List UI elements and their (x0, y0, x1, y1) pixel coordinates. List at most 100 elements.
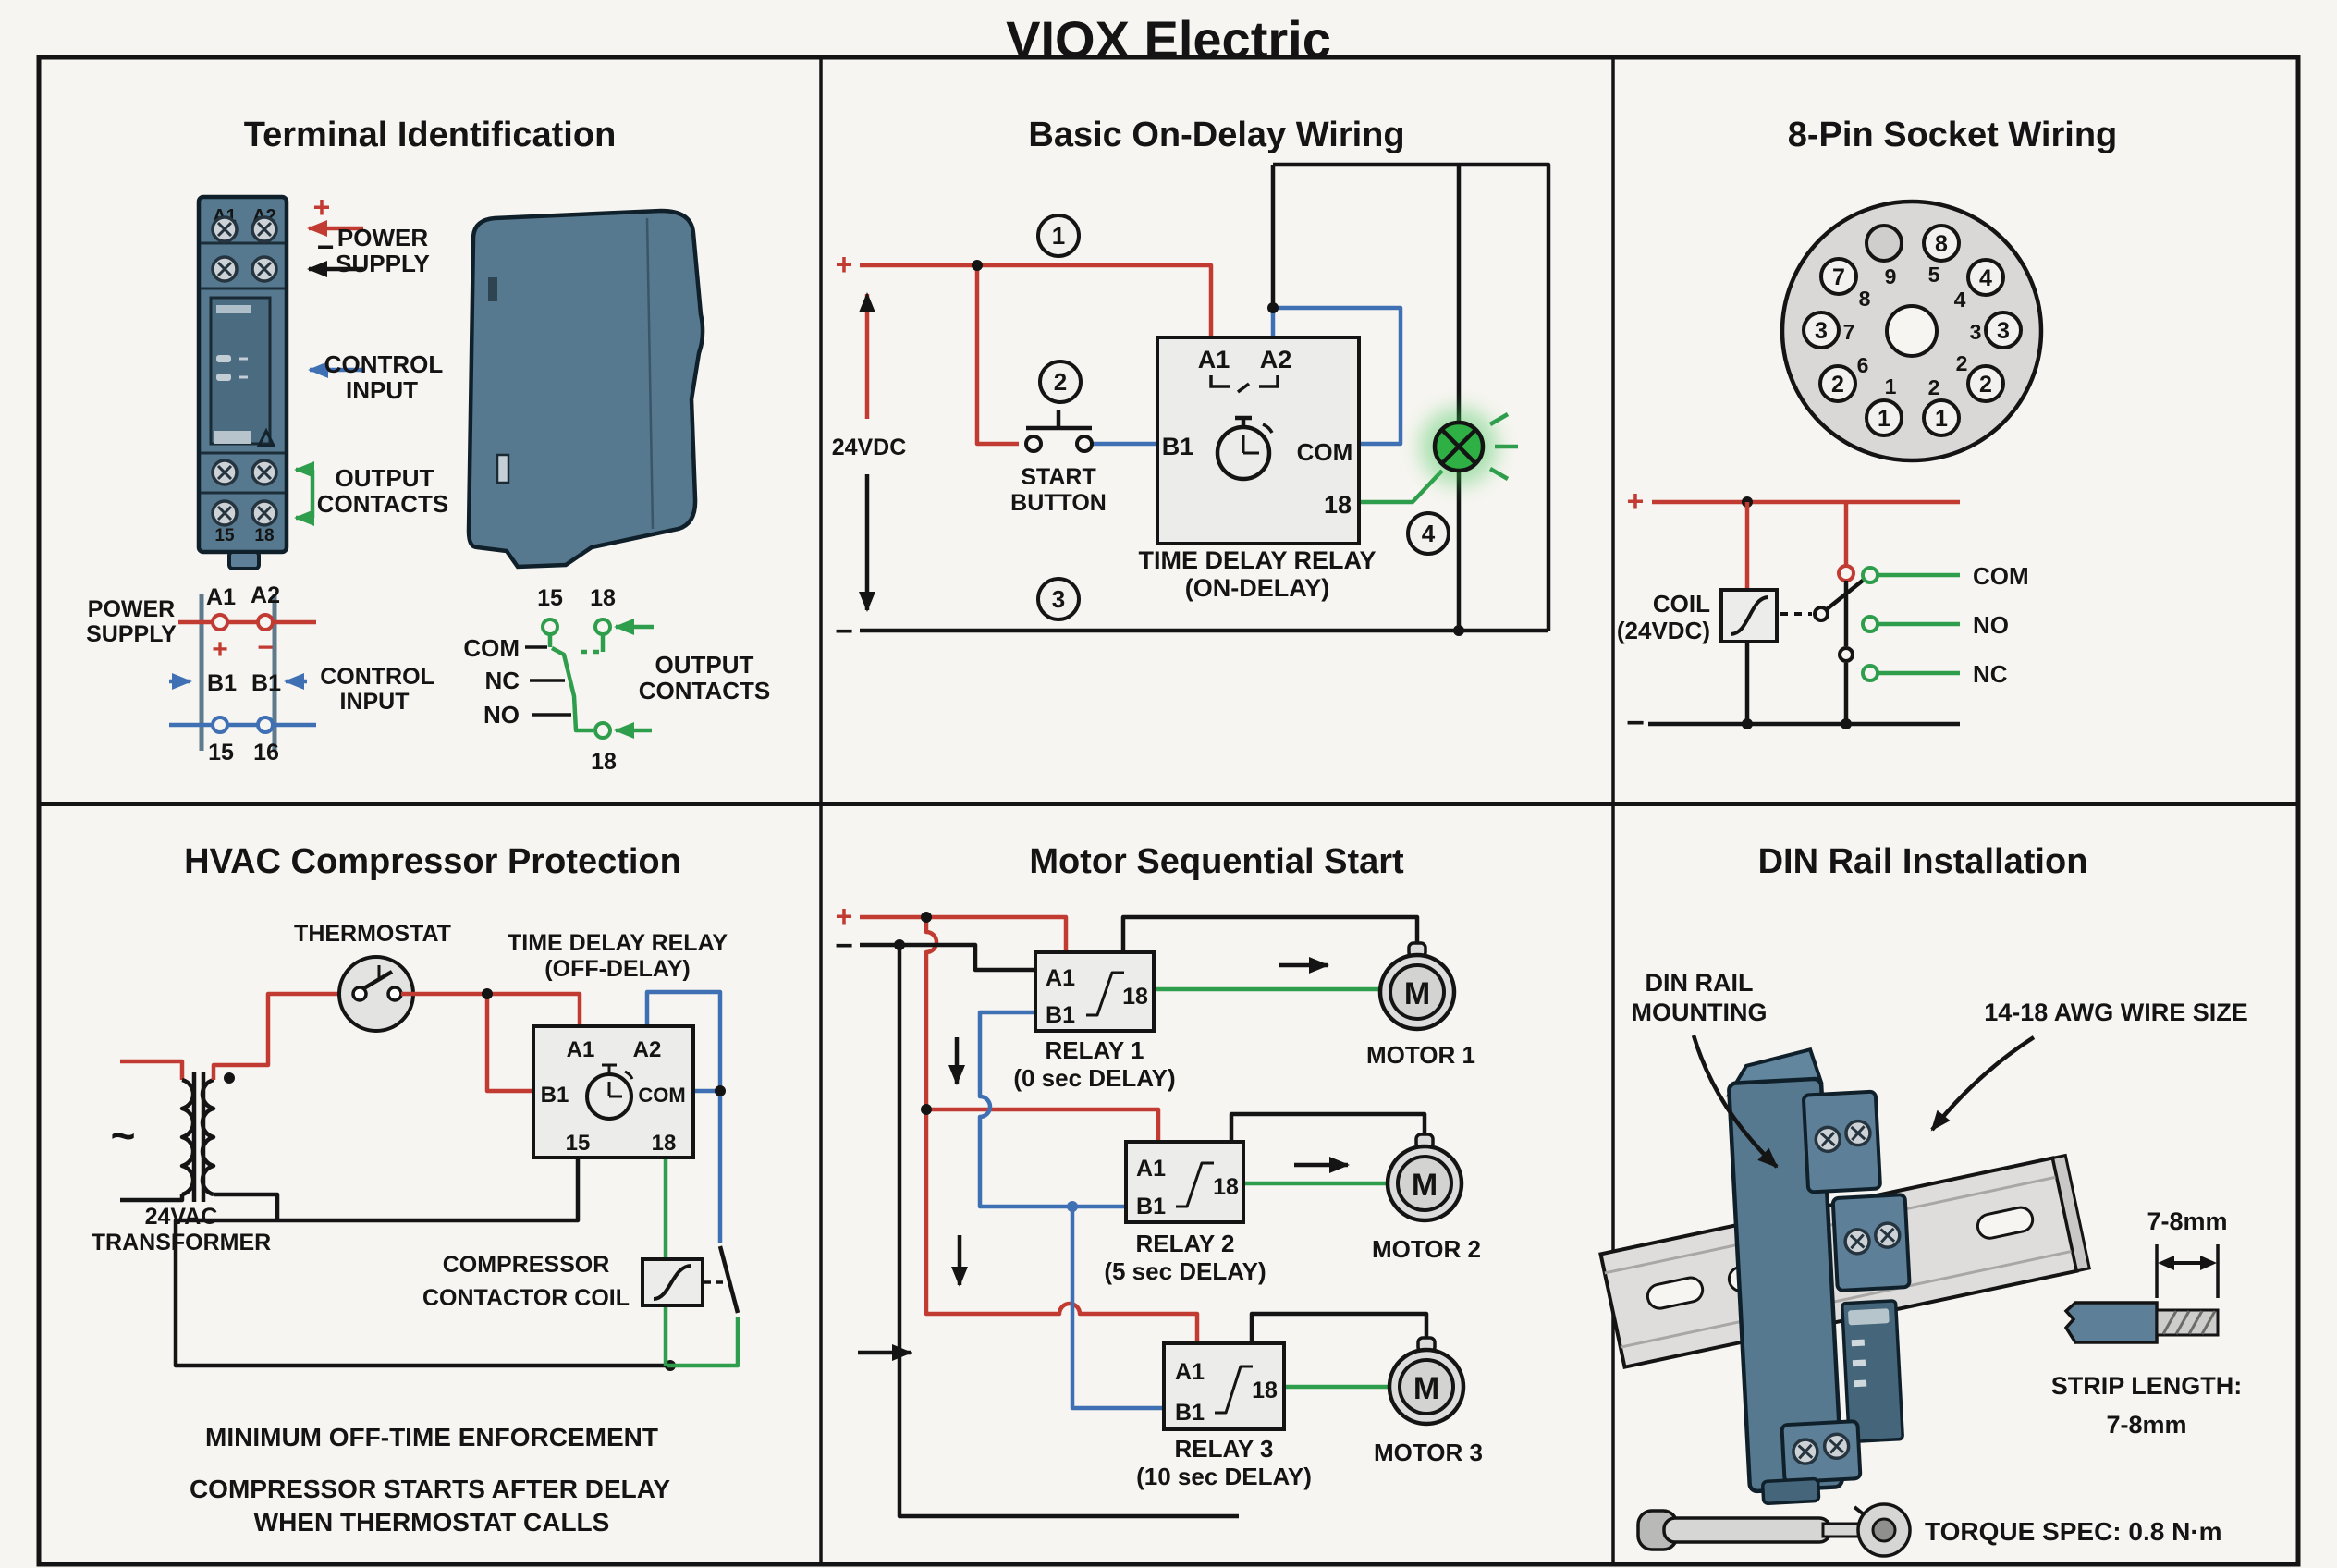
nc-label: NC (484, 667, 520, 694)
a1-label: A1 (206, 584, 236, 610)
t16-label: 16 (253, 740, 279, 766)
screw-terminal (251, 459, 278, 486)
t15-label: 15 (208, 740, 234, 766)
t18-label: 18 (1122, 984, 1148, 1010)
mounting-label-1: DIN RAIL (1646, 969, 1754, 997)
motor-name: MOTOR 3 (1374, 1439, 1483, 1466)
dimension-arrow-icon (2200, 1256, 2217, 1270)
start-label-2: BUTTON (1010, 490, 1107, 516)
rail-slot (1976, 1206, 2035, 1240)
socket-pin (1966, 258, 2005, 297)
power-control-schematic: POWER SUPPLY A1 A2 + − B1 B1 CONTROL INP… (86, 582, 434, 766)
socket-pin (1802, 311, 1841, 349)
note-1: MINIMUM OFF-TIME ENFORCEMENT (205, 1423, 658, 1452)
motor-2: M MOTOR 2 (1372, 1134, 1481, 1263)
polarity-dot (224, 1072, 235, 1084)
start-label-1: START (1021, 464, 1095, 490)
relay-delay: (0 sec DELAY) (1013, 1064, 1175, 1092)
panel-title: DIN Rail Installation (1758, 842, 2088, 881)
no-label: NO (483, 701, 520, 729)
control-label-1: CONTROL (320, 664, 434, 690)
panel-title: 8-Pin Socket Wiring (1788, 116, 2118, 154)
strip-dim-label: 7-8mm (2147, 1207, 2227, 1235)
ring-label: 2 (1956, 351, 1968, 375)
motor-3: M MOTOR 3 (1374, 1338, 1483, 1466)
socket-pin (1818, 364, 1857, 403)
compressor-contactor: COMPRESSOR CONTACTOR COIL (422, 1252, 725, 1311)
relay-caption-2: (ON-DELAY) (1185, 574, 1330, 602)
no-terminal-circle (1861, 615, 1879, 633)
t18-bottom-contact-circle (593, 721, 612, 740)
rail-slot (1646, 1276, 1705, 1310)
mounting-label-2: MOUNTING (1632, 998, 1768, 1026)
ring-label: 4 (1954, 288, 1966, 312)
pin-label: 7 (1832, 264, 1845, 290)
delay-curve-icon (1176, 1161, 1214, 1208)
motor2-feed-wire (1229, 1111, 1427, 1145)
plus-label: + (836, 900, 853, 933)
com-label: COM (1297, 438, 1353, 466)
screw-terminal (211, 215, 239, 243)
a2-label: A2 (633, 1037, 662, 1062)
panel-title: HVAC Compressor Protection (184, 842, 681, 881)
motor3-feed-wire (1249, 1311, 1429, 1349)
t15-contact-circle (541, 618, 559, 636)
output-contacts-schematic: 15 18 COM NC NO 18 OUTPUT CONTACTS (463, 585, 770, 775)
socket-pin (1984, 311, 2023, 349)
note-2: COMPRESSOR STARTS AFTER DELAY (190, 1475, 670, 1503)
panel-title: Terminal Identification (244, 116, 617, 154)
ring-label: 8 (1859, 287, 1871, 311)
screw-terminal (251, 215, 278, 243)
nc-label: NC (1973, 660, 2008, 688)
relay-3-box: A1 B1 18 RELAY 3 (10 sec DELAY) (1136, 1341, 1312, 1490)
relay-caption-2: (OFF-DELAY) (544, 956, 690, 982)
nc-terminal-circle (1861, 664, 1879, 682)
b1-label: B1 (1046, 1002, 1075, 1028)
t16-terminal-circle (256, 716, 275, 734)
screw-terminal (211, 459, 239, 486)
t18-label: 18 (590, 585, 616, 611)
screw-terminal (211, 255, 239, 283)
com-terminal-circle (1861, 566, 1879, 584)
contactor-label-1: COMPRESSOR (443, 1252, 610, 1278)
b1-label: B1 (251, 670, 281, 696)
screw-terminal (1791, 1437, 1820, 1466)
socket-center-hole (1885, 304, 1939, 358)
wire-insulation (2063, 1301, 2159, 1344)
step-3: 3 (1052, 585, 1065, 613)
motor-1: M MOTOR 1 (1366, 943, 1475, 1069)
front-view-annotations: + − POWER SUPPLY CONTROL INPUT OUTPUT CO… (294, 190, 448, 526)
thermostat-label: THERMOSTAT (294, 921, 451, 947)
negative-feed-wire (860, 942, 1034, 973)
torque-spec-label: TORQUE SPEC: 0.8 N·m (1925, 1517, 2222, 1546)
plus-label: + (1627, 484, 1645, 518)
relay-delay: (5 sec DELAY) (1104, 1257, 1266, 1285)
plus-label: + (212, 634, 228, 665)
t18-label: 18 (1252, 1378, 1278, 1403)
coil-label-2: (24VDC) (1617, 617, 1710, 644)
t18-label: 18 (1213, 1174, 1239, 1200)
b1-label: B1 (1162, 433, 1194, 460)
com-label: COM (638, 1084, 685, 1107)
socket-pin (1865, 398, 1903, 437)
motor-symbol: M (1413, 1371, 1439, 1406)
panel-title: Motor Sequential Start (1029, 842, 1404, 881)
socket-pin (1865, 224, 1903, 263)
primary-coil (179, 1077, 196, 1197)
plus-label: + (313, 190, 331, 224)
pin-label: 2 (1831, 372, 1844, 398)
strip-length-label-2: 7-8mm (2106, 1411, 2186, 1439)
terminal-label-15: 15 (214, 526, 235, 545)
din-clip (1761, 1476, 1821, 1506)
a1-terminal-circle (211, 613, 229, 631)
wire-size-label: 14-18 AWG WIRE SIZE (1984, 998, 2248, 1026)
screw-terminal (1843, 1119, 1873, 1148)
minus-label: − (835, 928, 853, 963)
minus-label: − (257, 632, 274, 663)
panel-basic-on-delay: Basic On-Delay Wiring + 24VDC − 1 2 3 (832, 116, 1551, 649)
step-1: 1 (1052, 222, 1065, 250)
t18-label: 18 (652, 1131, 677, 1156)
b1-label: B1 (1175, 1400, 1205, 1426)
output-label-1: OUTPUT (655, 651, 754, 679)
